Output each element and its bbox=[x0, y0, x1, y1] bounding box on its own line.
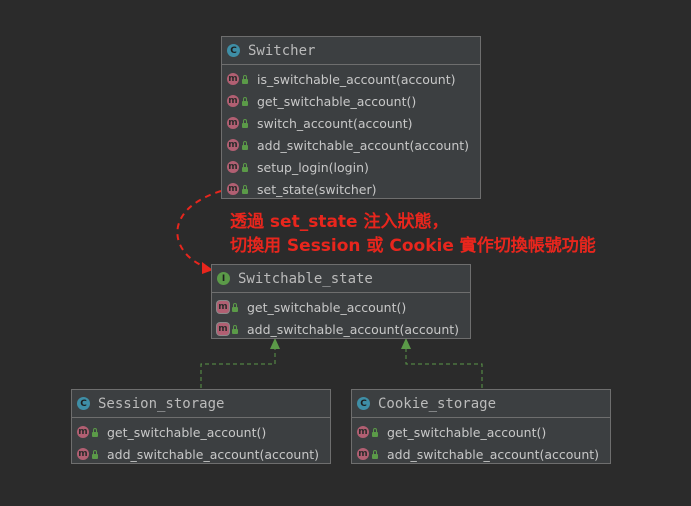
method-row[interactable]: m get_switchable_account() bbox=[212, 296, 470, 318]
session-realization-arrowhead bbox=[270, 338, 280, 349]
method-label: add_switchable_account(account) bbox=[387, 446, 600, 462]
session-realization-line bbox=[200, 349, 276, 388]
method-label: add_switchable_account(account) bbox=[247, 321, 460, 337]
method-row[interactable]: m get_switchable_account() bbox=[72, 421, 330, 443]
method-label: add_switchable_account(account) bbox=[107, 446, 320, 462]
class-icon: C bbox=[227, 44, 240, 57]
method-row[interactable]: m add_switchable_account(account) bbox=[222, 134, 480, 156]
method-icon: m bbox=[357, 448, 369, 460]
method-icon: m bbox=[227, 117, 239, 129]
switcher-class-box[interactable]: C Switcher m is_switchable_account(accoun… bbox=[221, 36, 481, 199]
method-label: get_switchable_account() bbox=[247, 299, 407, 315]
method-row[interactable]: m get_switchable_account() bbox=[222, 90, 480, 112]
public-lock-icon bbox=[242, 184, 248, 194]
public-lock-icon bbox=[372, 427, 378, 437]
method-icon: m bbox=[227, 73, 239, 85]
public-lock-icon bbox=[372, 449, 378, 459]
method-label: is_switchable_account(account) bbox=[257, 71, 456, 87]
switchable-state-interface-box[interactable]: I Switchable_state m get_switchable_accou… bbox=[211, 264, 471, 339]
public-lock-icon bbox=[92, 427, 98, 437]
switchable-state-header: I Switchable_state bbox=[212, 265, 470, 293]
session-storage-header: C Session_storage bbox=[72, 390, 330, 418]
interface-icon: I bbox=[217, 272, 230, 285]
class-name: Session_storage bbox=[98, 395, 225, 412]
method-row[interactable]: m add_switchable_account(account) bbox=[352, 443, 610, 465]
public-lock-icon bbox=[242, 74, 248, 84]
method-label: add_switchable_account(account) bbox=[257, 137, 470, 153]
method-label: get_switchable_account() bbox=[257, 93, 417, 109]
method-icon: m bbox=[227, 183, 239, 195]
public-lock-icon bbox=[232, 324, 238, 334]
abstract-method-icon: m bbox=[217, 301, 229, 313]
interface-name: Switchable_state bbox=[238, 270, 373, 287]
method-label: set_state(switcher) bbox=[257, 181, 377, 197]
method-icon: m bbox=[357, 426, 369, 438]
method-row[interactable]: m switch_account(account) bbox=[222, 112, 480, 134]
method-row[interactable]: m add_switchable_account(account) bbox=[72, 443, 330, 465]
method-icon: m bbox=[227, 161, 239, 173]
method-row[interactable]: m get_switchable_account() bbox=[352, 421, 610, 443]
public-lock-icon bbox=[242, 96, 248, 106]
public-lock-icon bbox=[242, 118, 248, 128]
method-label: get_switchable_account() bbox=[107, 424, 267, 440]
annotation-line-1: 透過 set_state 注入狀態， bbox=[230, 212, 449, 232]
cookie-storage-header: C Cookie_storage bbox=[352, 390, 610, 418]
class-icon: C bbox=[77, 397, 90, 410]
method-icon: m bbox=[227, 95, 239, 107]
method-label: setup_login(login) bbox=[257, 159, 369, 175]
cookie-storage-class-box[interactable]: C Cookie_storage m get_switchable_account… bbox=[351, 389, 611, 464]
method-label: get_switchable_account() bbox=[387, 424, 547, 440]
method-row[interactable]: m set_state(switcher) bbox=[222, 178, 480, 200]
method-label: switch_account(account) bbox=[257, 115, 413, 131]
public-lock-icon bbox=[232, 302, 238, 312]
dependency-arrow bbox=[176, 190, 222, 269]
annotation-note: 透過 set_state 注入狀態， 切換用 Session 或 Cookie … bbox=[230, 210, 596, 258]
method-row[interactable]: m add_switchable_account(account) bbox=[212, 318, 470, 340]
class-name: Switcher bbox=[248, 42, 316, 59]
method-row[interactable]: m setup_login(login) bbox=[222, 156, 480, 178]
public-lock-icon bbox=[242, 162, 248, 172]
public-lock-icon bbox=[92, 449, 98, 459]
session-storage-class-box[interactable]: C Session_storage m get_switchable_accoun… bbox=[71, 389, 331, 464]
class-icon: C bbox=[357, 397, 370, 410]
cookie-realization-arrowhead bbox=[401, 338, 411, 349]
method-row[interactable]: m is_switchable_account(account) bbox=[222, 68, 480, 90]
method-icon: m bbox=[227, 139, 239, 151]
cookie-realization-line bbox=[405, 349, 483, 388]
dependency-arrowhead bbox=[202, 262, 213, 274]
method-icon: m bbox=[77, 426, 89, 438]
switcher-header: C Switcher bbox=[222, 37, 480, 65]
method-icon: m bbox=[77, 448, 89, 460]
annotation-line-2: 切換用 Session 或 Cookie 實作切換帳號功能 bbox=[230, 236, 596, 256]
abstract-method-icon: m bbox=[217, 323, 229, 335]
class-name: Cookie_storage bbox=[378, 395, 497, 412]
public-lock-icon bbox=[242, 140, 248, 150]
